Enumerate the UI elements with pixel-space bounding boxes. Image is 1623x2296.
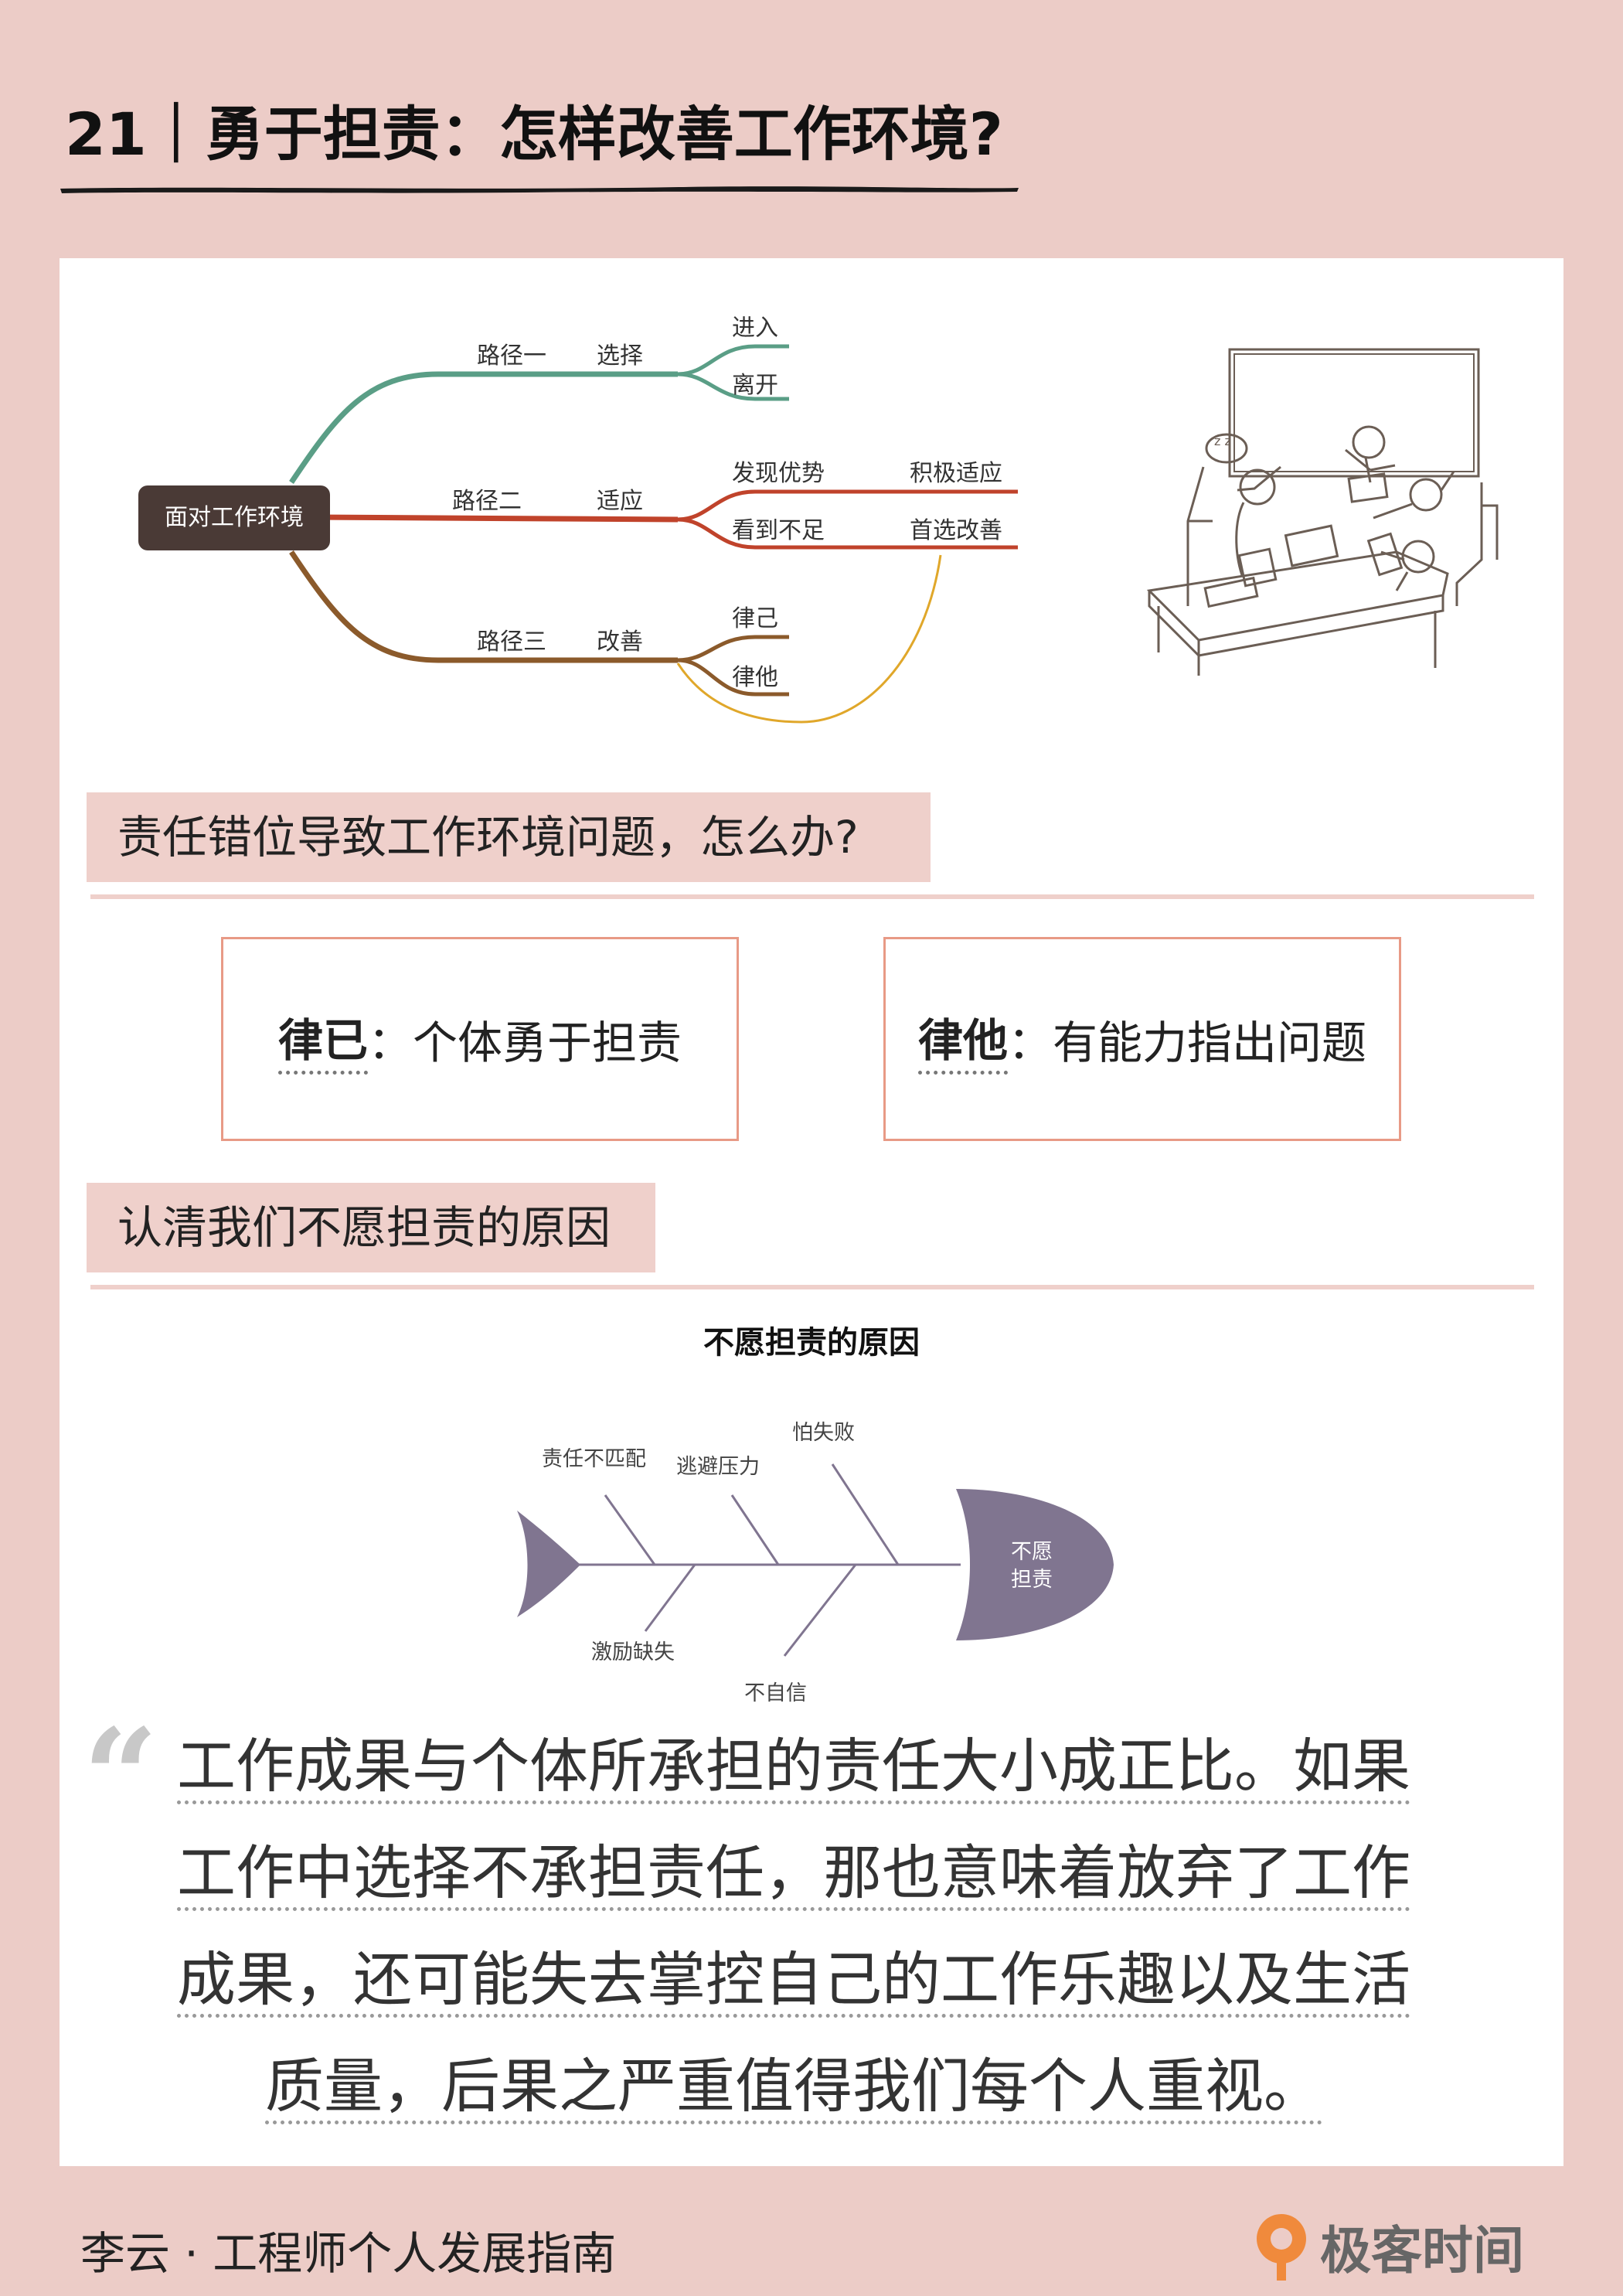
quote-line-2: 工作中选择不承担责任，那也意味着放弃了工作 [129, 1831, 1458, 1916]
path2-end2: 首选改善 [910, 517, 1002, 544]
path2-label: 路径二 [452, 488, 522, 515]
fishbone-title: 不愿担责的原因 [703, 1325, 920, 1361]
meeting-illustration: z z [1146, 348, 1499, 676]
path2-end1: 积极适应 [910, 460, 1002, 487]
fish-head-line1: 不愿 [1011, 1540, 1053, 1564]
mindmap-root-node [138, 485, 330, 550]
quote-line-1: 工作成果与个体所承担的责任大小成正比。如果 [129, 1724, 1458, 1809]
self-discipline-box: 律已 ：个体勇于担责 [221, 937, 739, 1141]
section-heading-1: 责任错位导致工作环境问题，怎么办? [87, 792, 931, 882]
brand-name: 极客时间 [1320, 2221, 1524, 2281]
page-title: 21｜勇于担责：怎样改善工作环境? [65, 100, 1003, 169]
discipline-others-term: 律他 [917, 1004, 1008, 1075]
mindmap-root-label: 面对工作环境 [165, 504, 304, 531]
content-card: 面对工作环境 路径一 选择 进入 离开 路径二 适应 发现优势 看到不足 积极适… [60, 258, 1563, 2166]
discipline-others-text: ：有能力指出问题 [1008, 1017, 1367, 1069]
cause-lack-confidence: 不自信 [744, 1681, 807, 1705]
quote-line-3: 成果，还可能失去掌控自己的工作乐趣以及生活 [129, 1937, 1458, 2022]
path2-leaf1: 发现优势 [732, 460, 825, 487]
path3-leaf2: 律他 [732, 664, 778, 691]
section-divider-2 [90, 1285, 1534, 1289]
path3-leaf1: 律己 [732, 605, 778, 632]
path2-sub: 适应 [597, 488, 643, 515]
path1-leaf1: 进入 [732, 315, 778, 342]
path3-label: 路径三 [477, 629, 546, 656]
geektime-logo-icon [1257, 2214, 1306, 2281]
fish-head-line2: 担责 [1011, 1568, 1053, 1592]
quote-mark-icon: “ [83, 1700, 158, 1855]
fish-head [956, 1489, 1114, 1640]
title-brush-underline [60, 186, 1019, 193]
section-divider-1 [90, 894, 1534, 899]
cause-avoid-pressure: 逃避压力 [676, 1455, 760, 1479]
path1-label: 路径一 [477, 342, 546, 370]
cause-mismatch: 责任不匹配 [542, 1447, 646, 1471]
mind-map: 面对工作环境 路径一 选择 进入 离开 路径二 适应 发现优势 看到不足 积极适… [138, 315, 1018, 724]
quote-line-4: 质量，后果之严重值得我们每个人重视。 [129, 2044, 1458, 2129]
footer-author-course: 李云 · 工程师个人发展指南 [80, 2227, 617, 2280]
brand-logo: 极客时间 [1250, 2209, 1524, 2284]
discipline-others-box: 律他 ：有能力指出问题 [883, 937, 1401, 1141]
self-discipline-term: 律已 [277, 1004, 368, 1075]
path1-sub: 选择 [597, 342, 643, 370]
path1-leaf2: 离开 [732, 372, 778, 399]
path3-sub: 改善 [597, 629, 643, 656]
self-discipline-text: ：个体勇于担责 [368, 1017, 682, 1069]
fishbone-diagram: 不愿 担责 责任不匹配 逃避压力 怕失败 激励缺失 [517, 1421, 1114, 1664]
fish-tail [517, 1511, 580, 1617]
cause-fear-failure: 怕失败 [792, 1421, 855, 1445]
svg-text:z z: z z [1214, 434, 1231, 448]
section-heading-2: 认清我们不愿担责的原因 [87, 1183, 655, 1272]
path2-leaf2: 看到不足 [732, 517, 825, 544]
cause-lack-incentive: 激励缺失 [591, 1640, 675, 1664]
